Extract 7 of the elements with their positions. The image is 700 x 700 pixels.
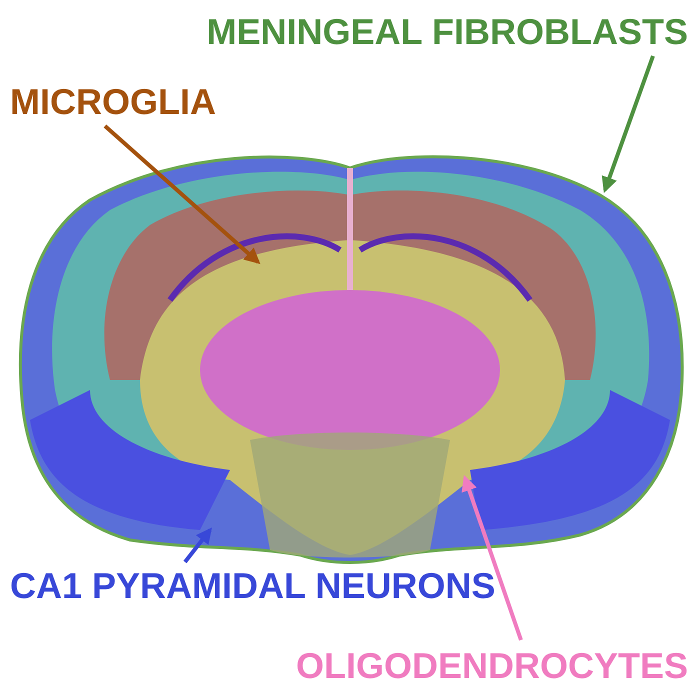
callout-label: CA1 PYRAMIDAL NEURONS <box>10 566 496 606</box>
callout-label: MICROGLIA <box>10 82 216 122</box>
leader-arrow <box>104 124 260 264</box>
callout-label: MENINGEAL FIBROBLASTS <box>206 12 688 52</box>
leader-arrow <box>462 474 523 641</box>
callout-label: OLIGODENDROCYTES <box>296 646 688 686</box>
leader-arrow <box>602 55 655 194</box>
